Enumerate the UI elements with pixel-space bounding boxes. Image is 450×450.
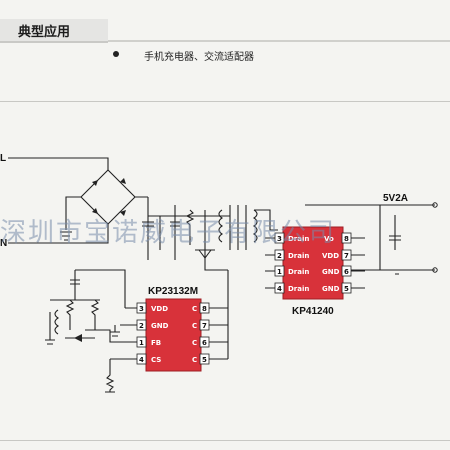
pin-number: 7 (202, 322, 207, 330)
pin-number: 8 (344, 235, 349, 243)
pin-label: C (192, 322, 197, 330)
pin-label: C (192, 339, 197, 347)
pin-number: 5 (202, 356, 207, 364)
bullet-dot (113, 51, 119, 57)
pin-label: Vo (324, 235, 334, 243)
pin-number: 2 (139, 322, 144, 330)
section-header: 典型应用 (0, 19, 108, 43)
kp23132m-chip: 3 2 1 4 8 7 6 5 VDD GND FB CS C C C C KP… (110, 286, 229, 372)
pin-label: C (192, 356, 197, 364)
pin-label: Drain (288, 235, 309, 243)
input-label-neutral: N (0, 238, 7, 249)
pin-number: 1 (139, 339, 144, 347)
output-voltage-label: 5V2A (383, 193, 408, 204)
pin-number: 6 (202, 339, 207, 347)
pin-number: 1 (277, 268, 282, 276)
pin-label: Drain (288, 268, 309, 276)
pin-label: GND (322, 268, 340, 276)
section-title: 典型应用 (18, 25, 71, 40)
pin-label: Drain (288, 252, 309, 260)
wire (8, 157, 60, 244)
bottom-rule (0, 440, 450, 441)
pin-number: 3 (139, 305, 144, 313)
pin-label: C (192, 305, 197, 313)
divider-line (0, 101, 450, 102)
application-item: 手机充电器、交流适配器 (144, 52, 254, 63)
input-label-line: L (0, 153, 6, 164)
chip-name: KP23132M (148, 286, 198, 297)
bridge-rectifier (60, 157, 148, 244)
pin-number: 7 (344, 252, 349, 260)
transformer (218, 205, 278, 250)
output-wire (300, 204, 435, 271)
wire (70, 269, 126, 393)
pin-label: GND (322, 285, 340, 293)
pin-number: 5 (344, 285, 349, 293)
wire (147, 197, 230, 260)
pin-number: 3 (277, 235, 282, 243)
chip-name: KP41240 (292, 306, 334, 317)
pin-number: 4 (277, 285, 282, 293)
pin-label: GND (151, 322, 169, 330)
pin-number: 4 (139, 356, 144, 364)
header-rule (108, 40, 450, 42)
pin-label: Drain (288, 285, 309, 293)
pin-label: VDD (322, 252, 339, 260)
pin-number: 6 (344, 268, 349, 276)
watermark-text: 深圳市宝诺威电子有限公司 (0, 218, 337, 248)
pin-label: CS (151, 356, 161, 364)
pin-number: 2 (277, 252, 282, 260)
pin-label: VDD (151, 305, 168, 313)
kp41240-chip: 3 2 1 4 8 7 6 5 Drain Drain Drain Drain … (265, 226, 365, 317)
pin-number: 8 (202, 305, 207, 313)
pin-label: FB (151, 339, 161, 347)
